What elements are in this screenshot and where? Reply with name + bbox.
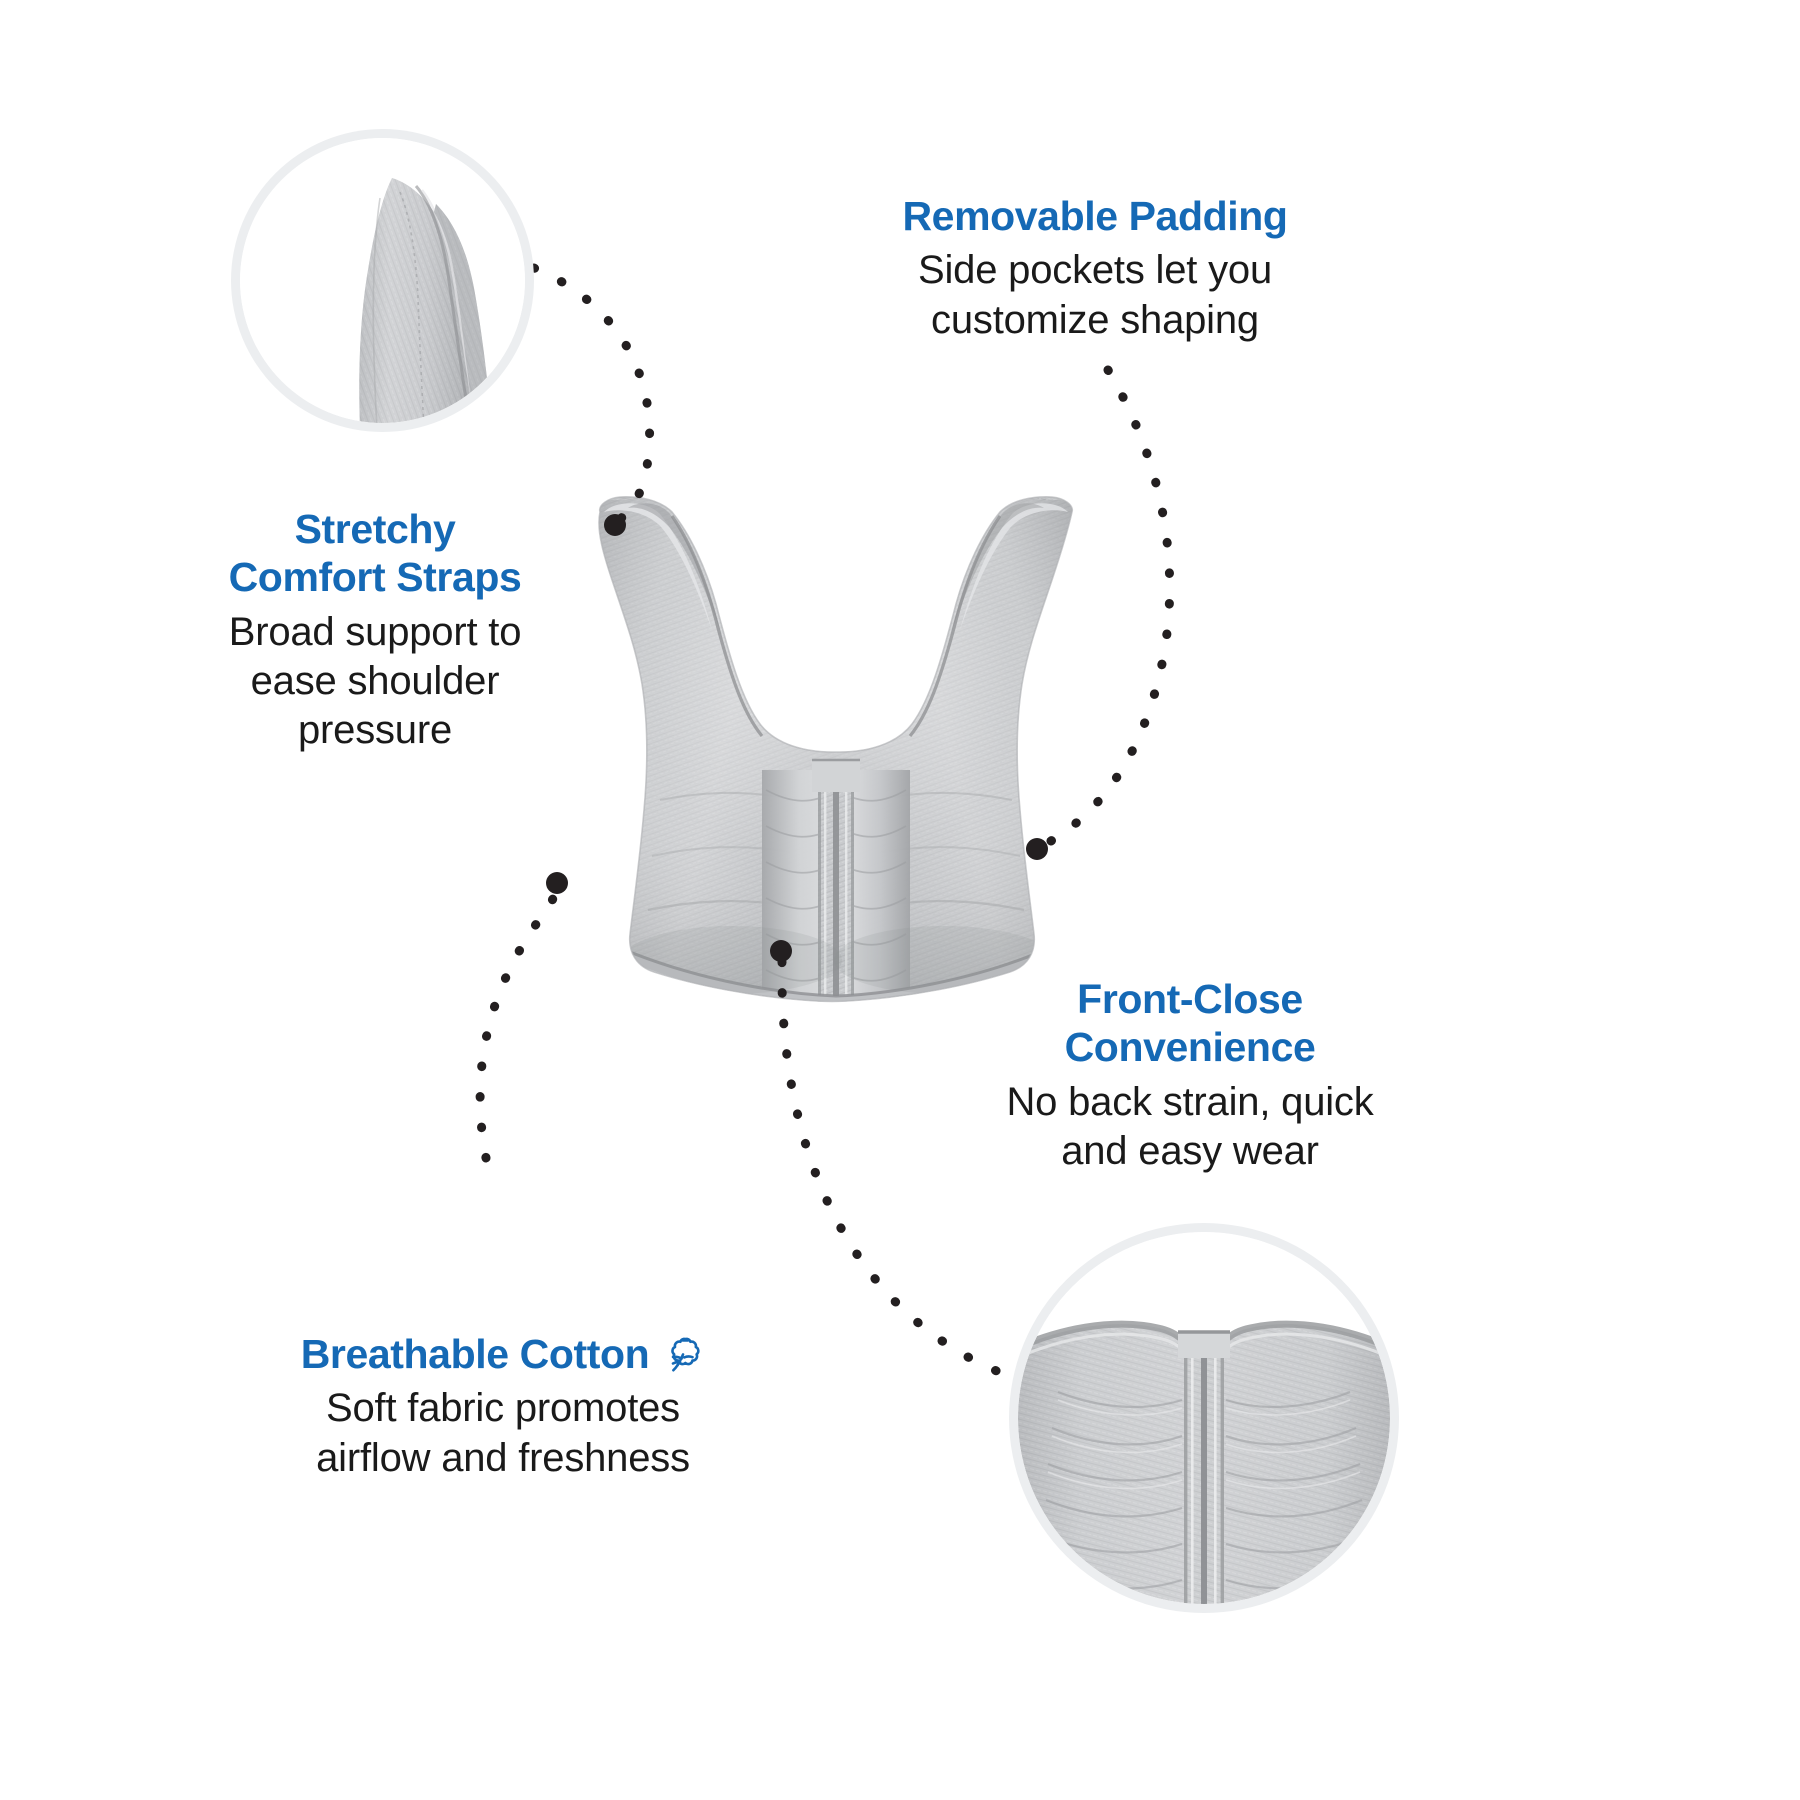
body-line-2: airflow and freshness: [316, 1435, 690, 1480]
callout-front-close-convenience: Front-Close Convenience No back strain, …: [955, 975, 1425, 1176]
title-line-1: Front-Close: [1077, 976, 1303, 1022]
body-line-2: ease shoulder: [250, 658, 500, 703]
callout-body-removable-padding: Side pockets let you customize shaping: [845, 246, 1345, 344]
front-closure-detail-inset[interactable]: [1018, 1232, 1390, 1604]
body-line-2: customize shaping: [931, 297, 1259, 342]
body-line-1: Soft fabric promotes: [326, 1386, 680, 1431]
title-line-2: Convenience: [1064, 1024, 1316, 1071]
strap-detail-inset[interactable]: [240, 138, 525, 423]
cotton-boll-icon: [661, 1333, 705, 1377]
front-closure-detail-image: [1018, 1232, 1390, 1604]
connector-cotton: [475, 885, 561, 1163]
callout-title-breathable-cotton: Breathable Cotton: [268, 1330, 738, 1378]
callout-title-text: Breathable Cotton: [300, 1331, 650, 1377]
connector-padding: [1037, 365, 1175, 851]
strap-detail-image: [240, 138, 525, 423]
callout-body-breathable-cotton: Soft fabric promotes airflow and freshne…: [268, 1384, 738, 1482]
body-line-1: Side pockets let you: [918, 248, 1272, 293]
callout-removable-padding: Removable Padding Side pockets let you c…: [845, 192, 1345, 345]
marker-dot-front-close[interactable]: [770, 940, 792, 962]
callout-stretchy-comfort-straps: Stretchy Comfort Straps Broad support to…: [155, 505, 595, 755]
connector-strap: [529, 263, 655, 527]
body-line-1: Broad support to: [228, 609, 522, 654]
marker-dot-side-pocket[interactable]: [1026, 838, 1048, 860]
body-line-3: pressure: [297, 708, 453, 753]
title-line-2: Comfort Straps: [228, 554, 522, 601]
body-line-1: No back strain, quick: [1006, 1079, 1374, 1124]
callout-body-front-close-convenience: No back strain, quick and easy wear: [955, 1078, 1425, 1176]
callout-title-front-close-convenience: Front-Close Convenience: [955, 975, 1425, 1072]
marker-dot-fabric[interactable]: [546, 872, 568, 894]
callout-title-removable-padding: Removable Padding: [902, 193, 1288, 239]
title-line-1: Stretchy: [294, 506, 456, 552]
callout-body-stretchy-comfort-straps: Broad support to ease shoulder pressure: [155, 608, 595, 756]
marker-dot-strap[interactable]: [604, 514, 626, 536]
callout-title-stretchy-comfort-straps: Stretchy Comfort Straps: [155, 505, 595, 602]
callout-breathable-cotton: Breathable Cotton Soft fabric promotes a…: [268, 1330, 738, 1483]
body-line-2: and easy wear: [1061, 1128, 1319, 1173]
